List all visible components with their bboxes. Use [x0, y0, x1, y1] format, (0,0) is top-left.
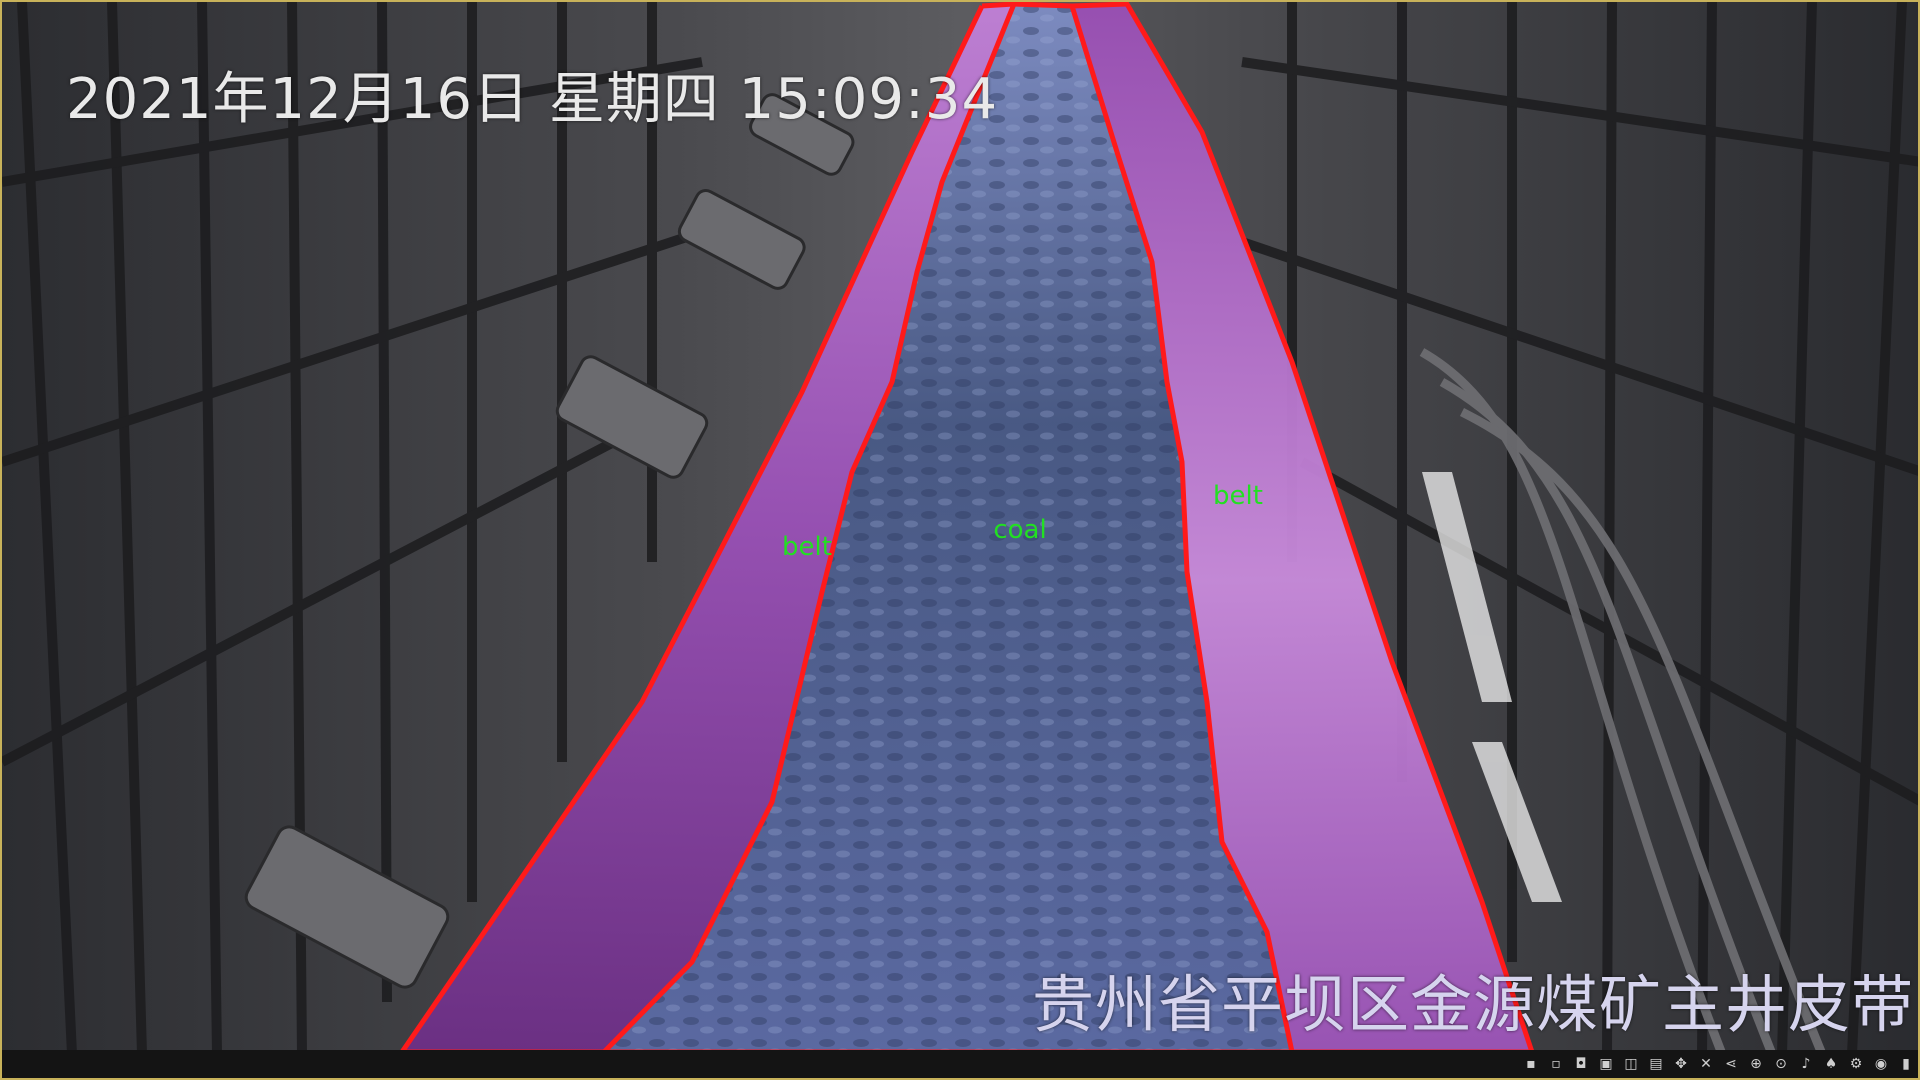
window-icon[interactable]: ▣ — [1599, 1056, 1613, 1072]
playback-icon[interactable]: ▫ — [1551, 1056, 1561, 1072]
share-icon[interactable]: ⋖ — [1725, 1056, 1737, 1072]
segment-label-belt-right: belt — [1213, 481, 1263, 511]
player-control-bar: ▪ ▫ ◘ ▣ ◫ ▤ ✥ ✕ ⋖ ⊕ ⊙ ♪ ♠ ⚙ ◉ ▮ — [2, 1050, 1918, 1078]
osd-timestamp: 2021年12月16日 星期四 15:09:34 — [66, 67, 999, 132]
split-icon[interactable]: ◫ — [1624, 1056, 1638, 1072]
record-dot-icon[interactable]: ◉ — [1874, 1056, 1888, 1072]
segment-label-belt-left: belt — [782, 532, 832, 562]
snapshot-icon[interactable]: ◘ — [1575, 1056, 1587, 1072]
mute-icon[interactable]: ✕ — [1700, 1056, 1712, 1072]
belt-right-mask — [1072, 4, 1532, 1052]
left-rollers — [244, 93, 855, 989]
battery-icon[interactable]: ▮ — [1902, 1056, 1910, 1072]
segmentation-scene — [2, 2, 1918, 1054]
zoom-area-icon[interactable]: ⊙ — [1775, 1056, 1787, 1072]
left-wall — [2, 2, 704, 1054]
record-icon[interactable]: ▪ — [1526, 1056, 1536, 1072]
alarm-icon[interactable]: ♠ — [1824, 1056, 1838, 1072]
right-windows — [1422, 472, 1562, 902]
settings-icon[interactable]: ⚙ — [1849, 1056, 1863, 1072]
ptz-icon[interactable]: ✥ — [1675, 1056, 1687, 1072]
zoom-in-icon[interactable]: ⊕ — [1750, 1056, 1762, 1072]
download-icon[interactable]: ▤ — [1649, 1056, 1663, 1072]
camera-video: 2021年12月16日 星期四 15:09:34 贵州省平坝区金源煤矿主井皮带 … — [2, 2, 1918, 1054]
osd-location: 贵州省平坝区金源煤矿主井皮带 — [1031, 968, 1914, 1041]
right-cables — [1419, 348, 1827, 1054]
segment-label-coal: coal — [993, 515, 1047, 545]
microphone-icon[interactable]: ♪ — [1801, 1056, 1811, 1072]
